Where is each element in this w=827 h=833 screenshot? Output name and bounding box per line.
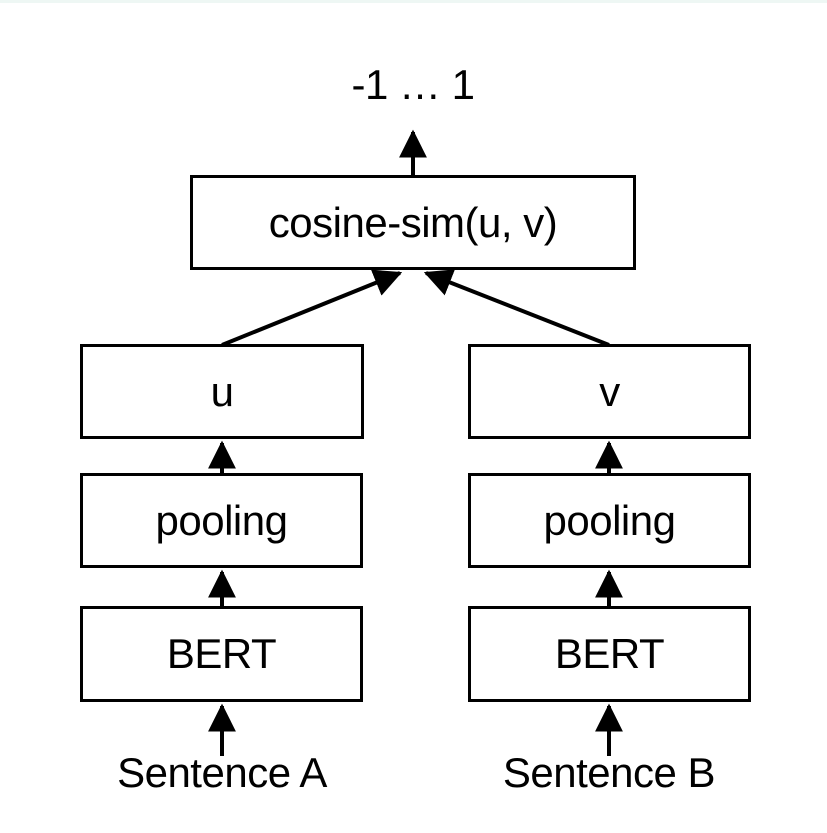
node-bert-right-label: BERT <box>554 630 665 677</box>
node-v-label: v <box>599 367 620 415</box>
node-pooling-left: pooling <box>80 473 363 568</box>
node-v-embedding: v <box>468 344 751 439</box>
top-edge-tint-line <box>0 0 827 3</box>
input-sentence-b-label: Sentence B <box>502 749 716 796</box>
node-u-embedding: u <box>80 344 364 439</box>
node-pooling-right: pooling <box>468 473 751 568</box>
node-u-label: u <box>210 367 234 415</box>
arrow-v-to-cosine <box>423 269 610 347</box>
node-pooling-left-label: pooling <box>155 496 288 544</box>
node-bert-left: BERT <box>80 606 363 702</box>
input-sentence-a-label: Sentence A <box>117 749 327 796</box>
node-cosine-sim: cosine-sim(u, v) <box>190 175 636 270</box>
arrow-u-to-cosine <box>221 269 403 347</box>
node-cosine-sim-label: cosine-sim(u, v) <box>268 198 558 246</box>
node-bert-left-label: BERT <box>166 630 277 677</box>
node-bert-right: BERT <box>468 606 751 702</box>
node-pooling-right-label: pooling <box>543 496 676 544</box>
output-range-label: -1 … 1 <box>351 61 475 108</box>
